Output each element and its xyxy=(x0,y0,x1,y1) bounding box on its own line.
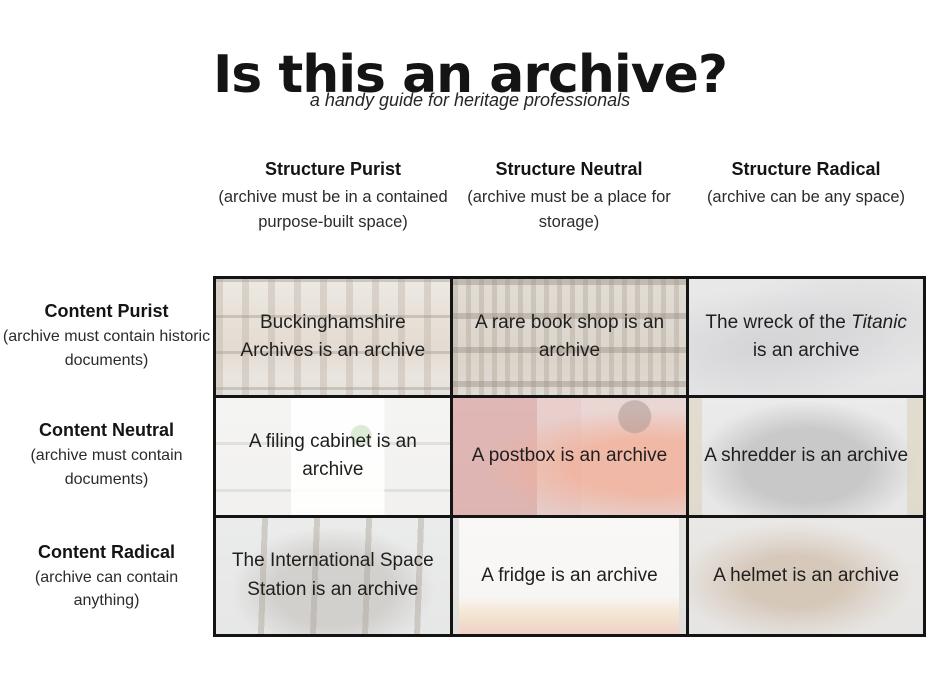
cell-text: The International Space Station is an ar… xyxy=(231,550,434,600)
column-header-structure-neutral: Structure Neutral (archive must be a pla… xyxy=(454,156,684,235)
cell-text: Buckinghamshire Archives is an archive xyxy=(240,311,426,362)
row-label: Content Purist xyxy=(44,301,169,322)
archive-shelving-photo xyxy=(216,279,450,396)
cell-text: A rare book shop is an archive xyxy=(474,311,665,362)
cell-content-purist-structure-purist: Buckinghamshire Archives is an archive xyxy=(216,279,450,396)
row-definition: (archive must contain documents) xyxy=(30,447,183,488)
row-header-content-purist: Content Purist (archive must contain his… xyxy=(0,276,213,394)
cell-content-neutral-structure-neutral: A postbox is an archive xyxy=(452,398,687,515)
cell-text: A filing cabinet is an archive xyxy=(248,430,417,481)
space-station-photo xyxy=(216,517,450,634)
row-definition: (archive can contain anything) xyxy=(34,568,179,610)
cell-content-purist-structure-radical: The wreck of the Titanic is an archive xyxy=(689,279,923,396)
column-header-structure-radical: Structure Radical (archive can be any sp… xyxy=(690,156,922,210)
row-label: Content Radical xyxy=(37,541,175,562)
cell-text: A fridge is an archive xyxy=(481,564,658,586)
filing-cabinet-photo xyxy=(216,398,450,515)
cell-content-purist-structure-neutral: A rare book shop is an archive xyxy=(452,279,687,396)
archive-matrix-table: Buckinghamshire Archives is an archive A… xyxy=(213,276,926,637)
cell-text: A shredder is an archive xyxy=(704,445,909,467)
cell-text: The wreck of the Titanic is an archive xyxy=(705,311,907,362)
column-definition: (archive must be a place for storage) xyxy=(467,188,671,231)
column-header-structure-purist: Structure Purist (archive must be in a c… xyxy=(216,156,450,235)
row-definition: (archive must contain historic documents… xyxy=(2,328,211,369)
cell-content-radical-structure-purist: The International Space Station is an ar… xyxy=(216,517,450,634)
column-definition: (archive must be in a contained purpose-… xyxy=(218,188,448,231)
page-title: Is this an archive? xyxy=(212,44,728,105)
postbox-photo xyxy=(452,398,687,515)
cell-content-radical-structure-neutral: A fridge is an archive xyxy=(452,517,687,634)
row-label: Content Neutral xyxy=(39,420,174,441)
column-definition: (archive can be any space) xyxy=(706,188,906,206)
bookshop-photo xyxy=(452,279,687,396)
cell-text: A postbox is an archive xyxy=(471,445,668,467)
column-label: Structure Neutral xyxy=(495,159,643,179)
fridge-photo xyxy=(452,517,687,634)
column-label: Structure Radical xyxy=(731,159,881,179)
helmet-photo xyxy=(689,517,923,634)
shredder-photo xyxy=(689,398,923,515)
row-header-content-neutral: Content Neutral (archive must contain do… xyxy=(0,394,213,514)
shipwreck-photo xyxy=(689,279,923,396)
cell-content-neutral-structure-radical: A shredder is an archive xyxy=(689,398,923,515)
cell-text: A helmet is an archive xyxy=(713,564,900,586)
row-header-content-radical: Content Radical (archive can contain any… xyxy=(0,514,213,637)
cell-content-radical-structure-radical: A helmet is an archive xyxy=(689,517,923,634)
column-label: Structure Purist xyxy=(264,159,402,179)
page-subtitle: a handy guide for heritage professionals xyxy=(309,90,631,110)
cell-content-neutral-structure-purist: A filing cabinet is an archive xyxy=(216,398,450,515)
